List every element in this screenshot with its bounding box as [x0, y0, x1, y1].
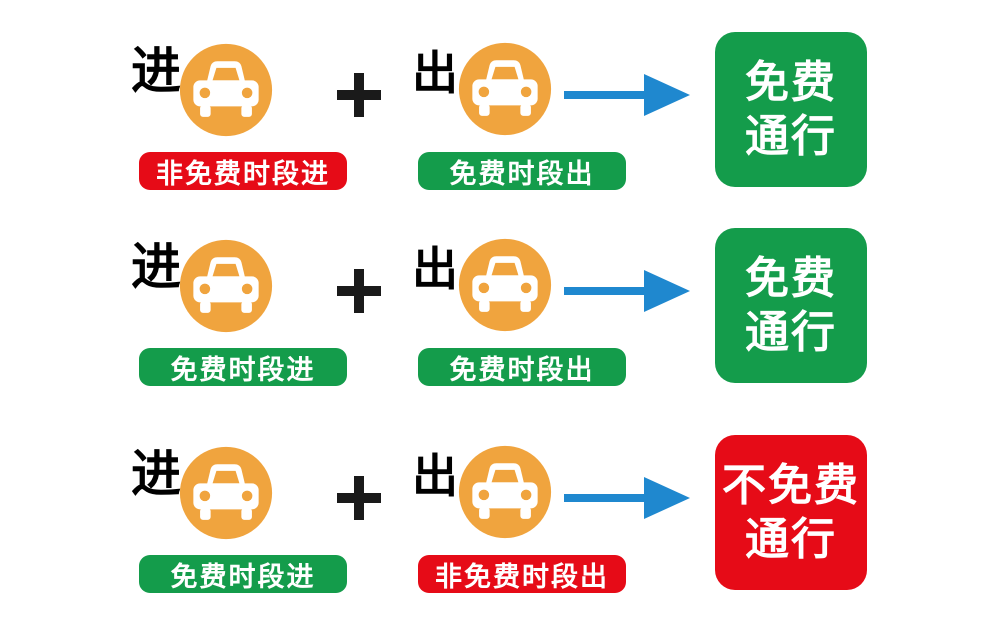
exit-time-badge: 免费时段出: [418, 348, 626, 386]
exit-label: 出: [412, 242, 458, 296]
car-icon: [178, 238, 274, 334]
arrow-right-icon: [564, 476, 690, 520]
enter-time-badge: 非免费时段进: [139, 152, 347, 190]
result-line-2: 通行: [745, 513, 837, 565]
exit-label: 出: [412, 46, 458, 100]
enter-badge-slot: 免费时段进: [139, 555, 347, 593]
arrow-right-icon: [564, 269, 690, 313]
exit-time-badge: 免费时段出: [418, 152, 626, 190]
car-icon: [457, 237, 553, 333]
rule-row-3: 进 出 免费时段进 非免费时段出 不免费 通行: [0, 405, 1002, 605]
enter-label: 进: [131, 238, 181, 296]
exit-time-badge: 非免费时段出: [418, 555, 626, 593]
result-line-2: 通行: [745, 110, 837, 162]
result-line-1: 免费: [745, 252, 837, 304]
plus-icon: [337, 73, 381, 117]
result-line-2: 通行: [745, 306, 837, 358]
enter-label: 进: [131, 42, 181, 100]
plus-icon: [337, 476, 381, 520]
car-icon: [457, 41, 553, 137]
exit-badge-slot: 免费时段出: [418, 152, 626, 190]
enter-time-badge: 免费时段进: [139, 555, 347, 593]
enter-badge-slot: 非免费时段进: [139, 152, 347, 190]
result-line-1: 不免费: [722, 459, 860, 511]
car-icon: [457, 444, 553, 540]
rule-row-2: 进 出 免费时段进 免费时段出 免费 通行: [0, 198, 1002, 398]
exit-badge-slot: 非免费时段出: [418, 555, 626, 593]
enter-label: 进: [131, 445, 181, 503]
exit-badge-slot: 免费时段出: [418, 348, 626, 386]
rule-row-1: 进 出 非免费时段进 免费时段出 免费 通行: [0, 2, 1002, 202]
plus-icon: [337, 269, 381, 313]
car-icon: [178, 445, 274, 541]
arrow-right-icon: [564, 73, 690, 117]
car-icon: [178, 42, 274, 138]
result-box: 不免费 通行: [715, 435, 867, 590]
enter-badge-slot: 免费时段进: [139, 348, 347, 386]
result-box: 免费 通行: [715, 228, 867, 383]
exit-label: 出: [412, 449, 458, 503]
result-line-1: 免费: [745, 56, 837, 108]
enter-time-badge: 免费时段进: [139, 348, 347, 386]
result-box: 免费 通行: [715, 32, 867, 187]
